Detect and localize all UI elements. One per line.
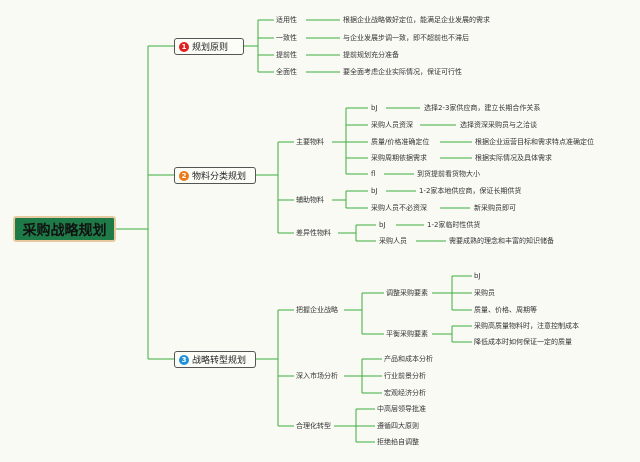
b1-item-desc: 要全面考虑企业实际情况，保证可行性	[343, 68, 462, 76]
b2-item-desc: 选择资深采购员与之洽谈	[460, 121, 537, 129]
b3-item: 降低成本时如何保证一定的质量	[474, 338, 572, 346]
b1-item-desc: 提前规划充分准备	[343, 51, 399, 59]
b2-item-label: 采购周期依据需求	[371, 154, 427, 162]
b2-item-label: 采购人员资深	[371, 121, 413, 129]
b2-item-label: bJ	[371, 187, 378, 195]
b3-item: 产品和成本分析	[384, 355, 433, 363]
b2-item-label: 质量/价格准确定位	[371, 138, 430, 146]
branch-1-number: 1	[179, 41, 189, 52]
b2-item-desc: 根据实际情况及具体需求	[475, 154, 552, 162]
b3-group-label: 合理化转型	[296, 422, 331, 430]
b3-item: 拒绝掐自调整	[377, 438, 419, 446]
b2-item-desc: 1-2家本地供应商，保证长期供货	[419, 187, 522, 195]
b2-group-label: 差异性物料	[296, 229, 331, 237]
branch-1-node[interactable]: 1 规划原则	[174, 38, 244, 55]
branch-1-label: 规划原则	[192, 43, 229, 53]
b3-item: 质量、价格、周期等	[474, 306, 537, 314]
b2-item-desc: 1-2家临时性供货	[427, 221, 481, 229]
b1-item-label: 全面性	[276, 68, 297, 76]
root-node[interactable]: 采购战略规划	[13, 216, 116, 242]
b2-group-label: 主要物料	[296, 138, 324, 146]
b3-item: 采购高质量物料时，注意控制成本	[474, 322, 579, 330]
b2-group-label: 辅助物料	[296, 196, 324, 204]
b2-item-label: 采购人员不必资深	[371, 204, 427, 212]
b3-item: 行业前景分析	[384, 372, 426, 380]
b3-item: 遵循四大原则	[377, 422, 419, 430]
b3-group-label: 深入市场分析	[296, 372, 338, 380]
b2-item-desc: 新采购员即可	[474, 204, 516, 212]
b1-item-label: 提前性	[276, 51, 297, 59]
branch-2-node[interactable]: 2 物料分类规划	[174, 167, 256, 184]
b3-item: 采购员	[474, 289, 495, 297]
b3-item: bJ	[474, 272, 481, 280]
branch-2-label: 物料分类规划	[192, 172, 247, 182]
b3-subgroup-label: 调整采购要素	[386, 289, 428, 297]
b3-item: 中高层领导批准	[377, 405, 426, 413]
branch-3-label: 战略转型规划	[192, 356, 247, 366]
branch-2-number: 2	[179, 170, 189, 181]
b2-item-desc: 需要成熟的理念和丰富的知识储备	[449, 237, 554, 245]
b1-item-desc: 根据企业战略做好定位，能满足企业发展的需求	[343, 16, 490, 24]
b3-group-label: 把握企业战略	[296, 306, 338, 314]
b2-item-label: bJ	[371, 104, 378, 112]
b2-item-label: 采购人员	[379, 237, 407, 245]
branch-3-number: 3	[179, 354, 189, 365]
b2-item-desc: 根据企业运营目标和需求特点准确定位	[475, 138, 594, 146]
b3-subgroup-label: 平衡采购要素	[386, 330, 428, 338]
b1-item-desc: 与企业发展步调一致，即不超前也不滞后	[343, 34, 469, 42]
b2-item-desc: 选择2-3家供应商，建立长期合作关系	[424, 104, 541, 112]
b2-item-label: bJ	[379, 221, 386, 229]
branch-3-node[interactable]: 3 战略转型规划	[174, 351, 256, 368]
b1-item-label: 一致性	[276, 34, 297, 42]
b2-item-desc: 到货提前看货物大小	[417, 170, 480, 178]
b3-item: 宏观经济分析	[384, 389, 426, 397]
b2-item-label: fl	[371, 170, 376, 178]
b1-item-label: 适用性	[276, 16, 297, 24]
